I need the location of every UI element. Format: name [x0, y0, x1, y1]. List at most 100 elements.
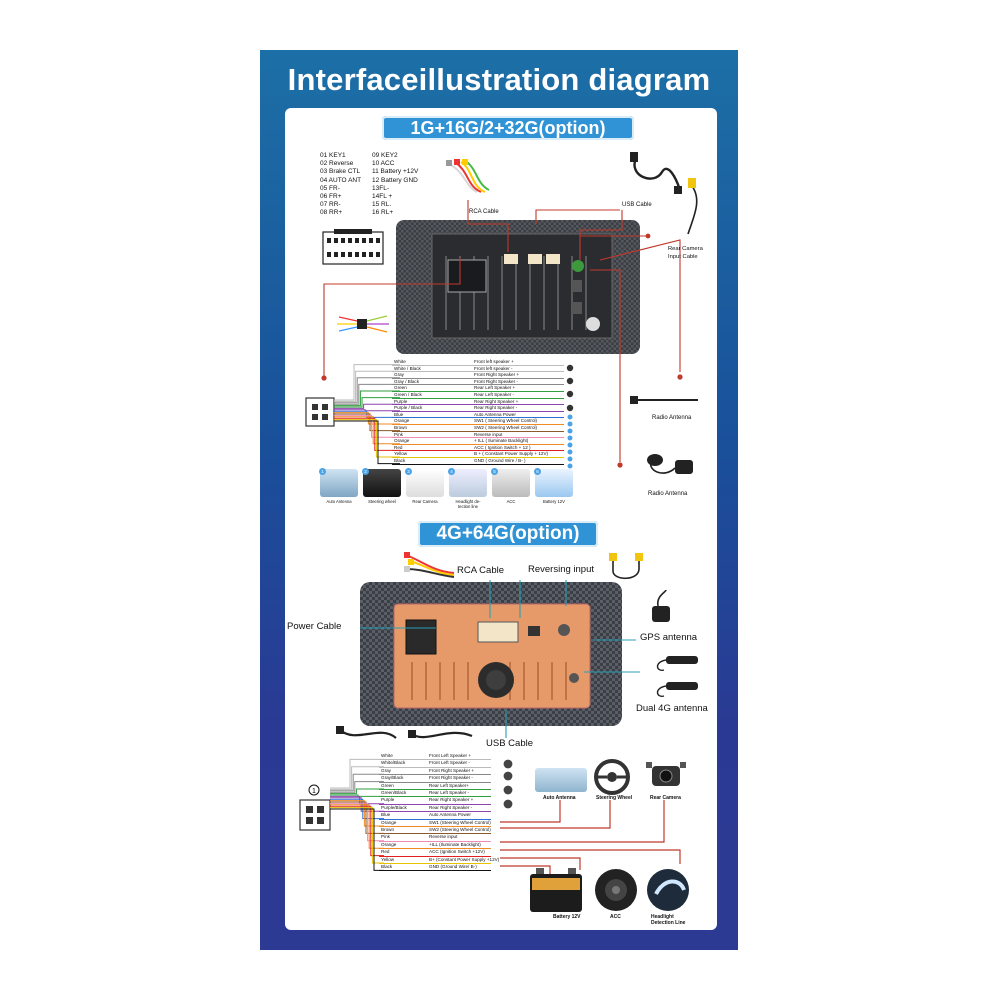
- accessory-label: Headlight de- tection line: [455, 499, 481, 509]
- wire-line: [392, 457, 564, 458]
- accessory-icon-1: [363, 469, 401, 497]
- wire-color-label: Yellow: [381, 856, 395, 862]
- rca-cable-icon: [446, 159, 490, 193]
- wire-path: [334, 420, 400, 465]
- wire-color-label: White / Black: [394, 365, 421, 371]
- acc-icon: [595, 869, 637, 911]
- wire-color-label: Green/Black: [381, 790, 407, 795]
- wire-function-label: SW1 ( Steering Wheel Control): [474, 418, 538, 424]
- pin-label: 04 AUTO ANT: [320, 176, 362, 184]
- wire-line: [379, 848, 491, 850]
- wire-harness-icon: [337, 315, 389, 333]
- page-title: Interfaceillustration diagram: [287, 62, 711, 97]
- acc-label: ACC: [610, 914, 621, 920]
- accessory-number-badge: 1: [319, 468, 326, 475]
- accessory-label: Auto Antenna: [326, 499, 352, 504]
- wire-line: [392, 424, 564, 425]
- wire-line: [379, 855, 491, 857]
- accessory-icon-5: [535, 469, 573, 497]
- wire-color-label: Green: [394, 385, 407, 391]
- wire-function-label: +ILL (Iluminate Backlight): [429, 841, 481, 847]
- auto-antenna-icon: [535, 768, 587, 792]
- accessory-number-badge: 6: [534, 468, 541, 475]
- battery-label: Battery 12V: [553, 914, 581, 920]
- wire-path: [334, 414, 400, 438]
- wire-function-label: Auto Antenna Power: [474, 411, 516, 417]
- wire-color-label: Gray/Black: [381, 775, 404, 781]
- wire-color-label: Green / Black: [394, 392, 422, 397]
- wire-function-label: ACC ( Ignition Switch + 12 ): [474, 444, 531, 450]
- accessory-label: Battery 12V: [543, 499, 565, 504]
- wire-line: [392, 417, 564, 419]
- gps-antenna-label: GPS antenna: [640, 632, 698, 643]
- wire-line: [379, 826, 491, 827]
- wire-path: [330, 794, 384, 797]
- wire-line: [379, 870, 491, 872]
- wire-color-label: White: [381, 753, 393, 758]
- wire-path: [334, 409, 400, 412]
- wire-path: [334, 377, 400, 404]
- accessory-number-badge: 5: [491, 468, 498, 475]
- pin-label: 16 RL+: [372, 209, 394, 217]
- wire-function-label: GND (Ground Wire/ B-): [429, 864, 477, 869]
- wire-function-label: Front Left Speaker -: [429, 760, 470, 766]
- wire-line: [379, 863, 491, 864]
- auto-antenna-label: Auto Antenna: [543, 795, 576, 801]
- wire-path: [334, 416, 400, 445]
- wire-path: [330, 758, 384, 789]
- radio-antenna-cable-icon: [630, 396, 698, 404]
- wire-line: [379, 833, 491, 835]
- pin-label: 11 Battery +12V: [372, 168, 419, 176]
- usb-cable-icon-2: [336, 726, 473, 739]
- wire-color-label: Brown: [381, 827, 395, 832]
- wire-line: [379, 759, 491, 761]
- wire-function-label: Rear Left Speaker -: [474, 392, 515, 397]
- wire-line: [392, 404, 564, 406]
- wire-function-label: SW2 (Steering Wheel Control): [429, 827, 491, 832]
- pin-label: 02 Reverse: [320, 160, 354, 168]
- rear-camera-label-2: Rear Camera: [650, 795, 681, 801]
- power-cable-label: Power Cable: [287, 621, 342, 632]
- rear-camera-icon: [646, 762, 686, 786]
- wire-color-label: White/Black: [381, 760, 406, 766]
- wire-function-label: Reverse input: [474, 431, 503, 437]
- wire-color-label: Blue: [394, 411, 404, 417]
- usb-cable-icon: [630, 152, 682, 194]
- radio-antenna-puck-icon: [647, 454, 693, 474]
- wire-function-label: Reverse input: [429, 834, 458, 840]
- wire-path: [330, 773, 384, 792]
- wire-line: [379, 811, 491, 813]
- wire-line: [379, 789, 491, 790]
- wire-color-label: Orange: [381, 819, 397, 825]
- wire-function-label: Auto Antenna Power: [429, 812, 471, 818]
- wire-color-label: Gray: [381, 767, 391, 773]
- routing-lines-section2: [500, 800, 681, 874]
- wire-function-label: B + ( Constant Power Supply + 12V): [474, 451, 549, 457]
- wire-function-label: Rear Left Speaker+: [429, 782, 469, 788]
- wire-path: [334, 370, 400, 402]
- wire-color-label: Gray: [394, 372, 404, 378]
- wire-path: [330, 801, 384, 834]
- pin-label: 10 ACC: [372, 160, 395, 168]
- wire-line: [379, 766, 491, 768]
- head-unit-back-panel: [396, 220, 640, 354]
- wire-function-label: Front left speaker +: [474, 359, 514, 364]
- pin-label: 03 Brake CTL: [320, 168, 361, 176]
- wire-line: [392, 397, 564, 399]
- dual-4g-antenna-label: Dual 4G antenna: [636, 703, 708, 714]
- wire-path: [330, 807, 384, 864]
- wire-line: [379, 781, 491, 783]
- wire-line: [379, 796, 491, 798]
- head-unit-back-panel-2: [360, 582, 622, 726]
- wire-function-label: GND ( Ground Wire / B- ): [474, 458, 526, 463]
- wire-function-label: SW2 ( Steering Wheel Control): [474, 425, 538, 430]
- usb-cable-label-2: USB Cable: [486, 738, 533, 749]
- speaker-icons-section1: [566, 364, 574, 469]
- wire-color-label: Blue: [381, 812, 391, 818]
- wire-line: [392, 371, 564, 373]
- wire-color-label: Red: [394, 444, 403, 450]
- wire-line: [379, 803, 491, 805]
- section2-badge: 4G+64G(option): [418, 521, 598, 547]
- wire-color-label: Pink: [381, 834, 390, 840]
- wire-path: [330, 808, 384, 871]
